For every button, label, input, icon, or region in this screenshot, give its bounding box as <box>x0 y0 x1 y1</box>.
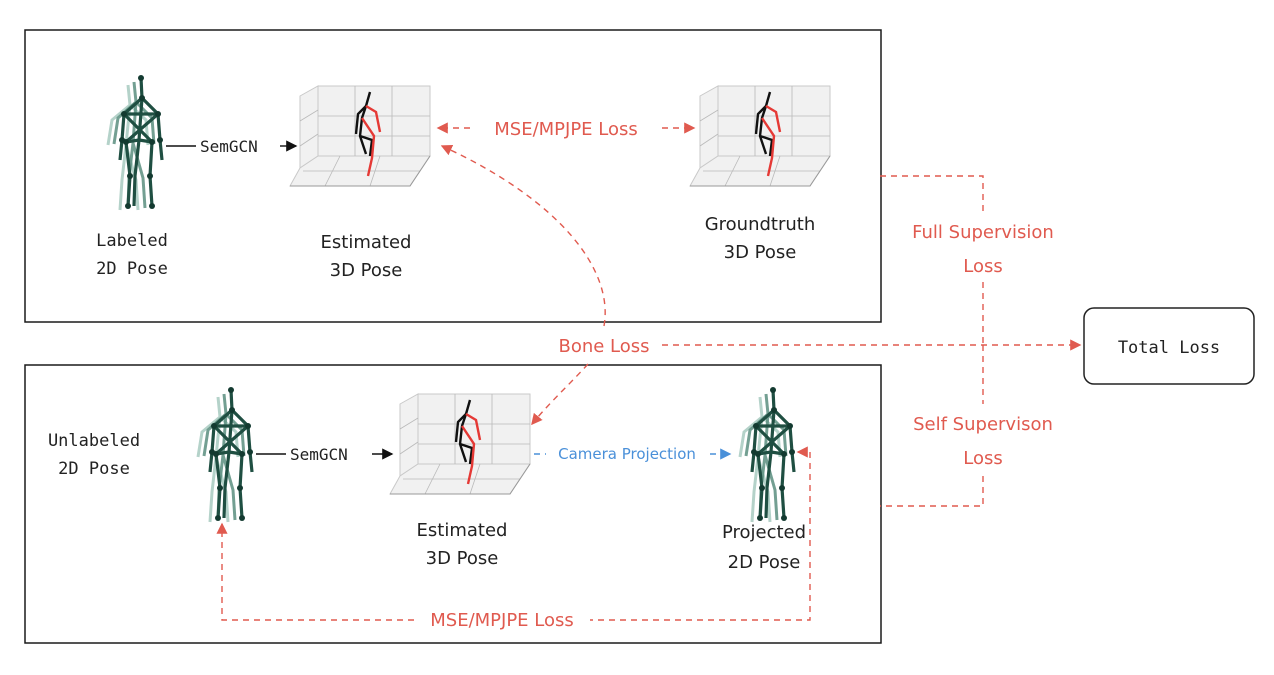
bottom-estimated-label-2: 3D Pose <box>426 548 499 569</box>
self-supervision-label-2: Loss <box>963 448 1002 469</box>
self-supervision-label-1: Self Supervison <box>913 414 1053 435</box>
top-estimated-label-1: Estimated <box>321 232 412 253</box>
bone-loss-label: Bone Loss <box>558 336 649 357</box>
groundtruth-label-1: Groundtruth <box>705 214 816 235</box>
bottom-loss-path-left <box>216 522 414 621</box>
unlabeled-2d-pose-figure <box>196 385 255 524</box>
full-supervision-label-1: Full Supervision <box>912 222 1054 243</box>
bottom-estimated-3d-plot <box>388 392 532 496</box>
groundtruth-3d-plot <box>688 84 832 188</box>
total-loss-box <box>1083 307 1255 385</box>
unlabeled-panel <box>24 364 882 644</box>
unlabeled-pose-label-1: Unlabeled <box>48 431 140 451</box>
bone-loss-arrow-bottom <box>531 363 589 426</box>
projected-label-1: Projected <box>722 522 806 543</box>
bottom-mse-loss-label: MSE/MPJPE Loss <box>430 610 574 631</box>
bottom-network-label: SemGCN <box>290 445 348 464</box>
self-supervision-bracket-bottom <box>880 476 984 507</box>
projected-label-2: 2D Pose <box>728 552 801 573</box>
full-supervision-label-2: Loss <box>963 256 1002 277</box>
camera-projection-label: Camera Projection <box>558 445 696 463</box>
bottom-estimated-label-1: Estimated <box>417 520 508 541</box>
bone-loss-arrow-top <box>440 144 606 327</box>
labeled-pose-label-2: 2D Pose <box>96 259 168 279</box>
labeled-2d-pose-figure <box>106 73 165 212</box>
unlabeled-pose-label-2: 2D Pose <box>58 459 130 479</box>
top-network-label: SemGCN <box>200 137 258 156</box>
groundtruth-label-2: 3D Pose <box>724 242 797 263</box>
total-loss-label: Total Loss <box>1118 338 1220 358</box>
labeled-pose-label-1: Labeled <box>96 231 168 251</box>
top-mse-loss-label: MSE/MPJPE Loss <box>494 119 638 140</box>
projected-2d-pose-figure <box>738 385 797 524</box>
top-estimated-label-2: 3D Pose <box>330 260 403 281</box>
top-estimated-3d-plot <box>288 84 432 188</box>
full-supervision-bracket-top <box>880 175 984 214</box>
bottom-loss-path-right <box>590 452 811 621</box>
